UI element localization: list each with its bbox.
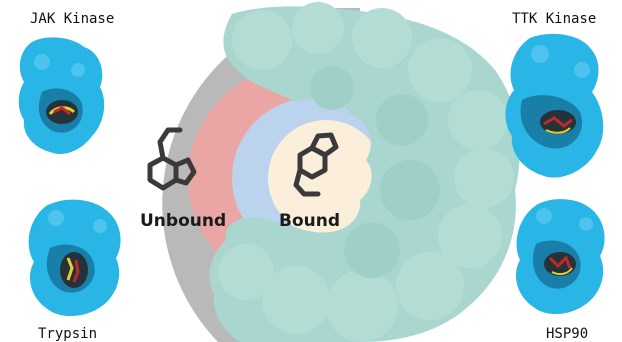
protein-ttk-kinase xyxy=(500,30,610,185)
protein-hsp90 xyxy=(508,196,613,321)
label-trypsin: Trypsin xyxy=(38,326,97,342)
label-jak-kinase: JAK Kinase xyxy=(30,11,114,27)
label-unbound: Unbound xyxy=(140,211,226,231)
label-hsp90: HSP90 xyxy=(546,326,588,342)
protein-jak-kinase xyxy=(12,32,112,162)
label-ttk-kinase: TTK Kinase xyxy=(512,11,596,27)
binding-pocket xyxy=(60,252,88,288)
label-bound: Bound xyxy=(279,211,340,231)
protein-trypsin xyxy=(20,196,130,321)
